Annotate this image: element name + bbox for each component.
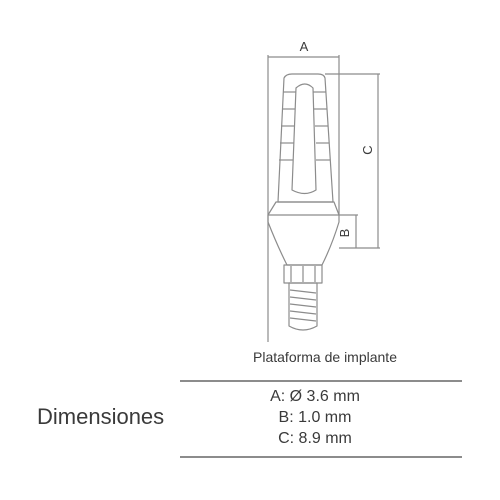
bottom-divider [180, 456, 462, 458]
dimension-b-value: B: 1.0 mm [278, 409, 352, 426]
dimensions-list: A: Ø 3.6 mm B: 1.0 mm C: 8.9 mm [250, 386, 380, 449]
top-divider [180, 380, 462, 382]
dim-a-label: A [300, 39, 309, 54]
platform-caption: Plataforma de implante [253, 349, 397, 365]
hex-connection [283, 264, 323, 284]
dimension-a-value: A: Ø 3.6 mm [270, 388, 360, 405]
dim-b-label: B [337, 229, 352, 238]
dimensions-title: Dimensiones [37, 404, 165, 429]
screw-threads [289, 289, 317, 322]
screw-shaft [288, 282, 318, 331]
dimension-c-value: C: 8.9 mm [278, 430, 352, 447]
dim-c-label: C [360, 145, 375, 154]
abutment-post-outline [277, 73, 334, 203]
abutment-slot [291, 83, 317, 195]
abutment-diagram: A C B [267, 39, 380, 342]
retention-grooves [279, 91, 330, 161]
abutment-collar [267, 201, 340, 266]
